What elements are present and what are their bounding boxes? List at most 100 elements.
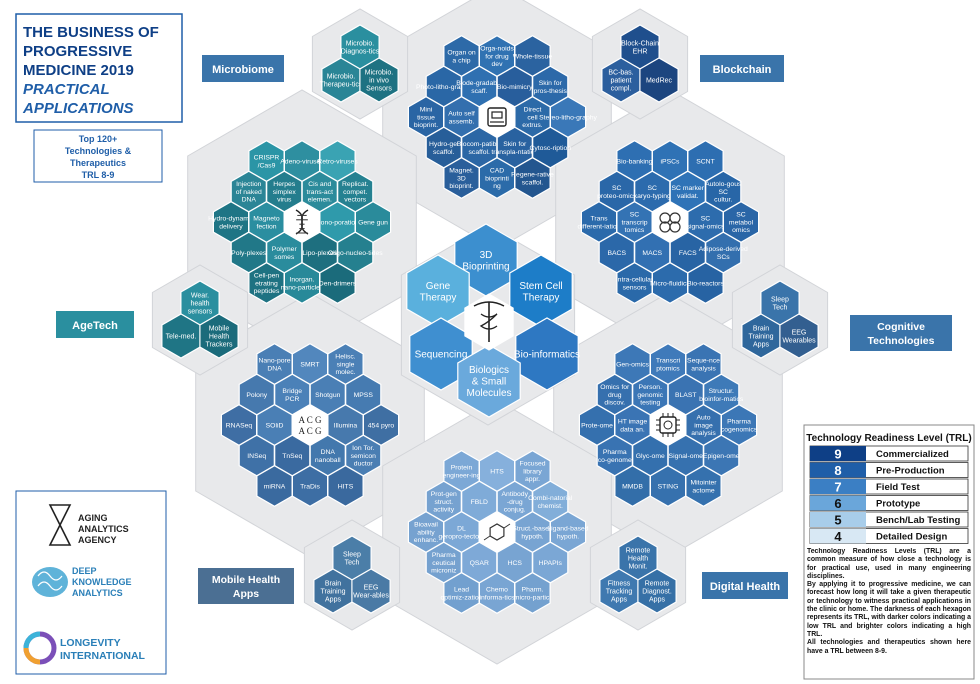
caduceus-icon — [473, 301, 505, 342]
trl-level-number: 5 — [834, 513, 841, 528]
agetech-hex-3-shape — [199, 313, 239, 359]
biologics-hex-14-label: HCS — [508, 560, 523, 567]
logos-block: AGING ANALYTICS AGENCY DEEP KNOWLEDGE AN… — [15, 490, 167, 675]
subtitle-line-2: APPLICATIONS — [22, 100, 134, 117]
sequencing-hex-18-label: HITS — [338, 483, 354, 490]
stemcell-hex-18: Bio-reactors — [687, 262, 724, 304]
svg-text:Blockchain: Blockchain — [713, 64, 772, 76]
letters-icon: A C GA C G — [298, 415, 322, 436]
title-line-3: MEDICINE 2019 — [23, 62, 134, 79]
cognitive-hex-3-shape — [779, 313, 819, 359]
sequencing-hex-4-label: Polony — [246, 392, 267, 399]
sequencing-icon-hex-shape — [291, 404, 329, 446]
sequencing-hex-2-label: SMRT — [300, 361, 319, 368]
bioinformatics-hex-6-label: BLAST — [675, 392, 697, 399]
stemcell-hex-18-shape — [687, 262, 724, 304]
gene-hex-10-label: Sono-poration — [316, 219, 359, 226]
stemcell-hex-13-label: MACS — [642, 250, 662, 257]
gene-hex-17-label: Inorgan.nano-particles — [281, 277, 324, 292]
trl-level-label: Detailed Design — [876, 532, 947, 543]
sequencing-letters-bottom: A C G — [298, 426, 322, 436]
trl-level-label: Commercialized — [876, 449, 949, 460]
deep-knowledge-logo: DEEP KNOWLEDGE ANALYTICS — [32, 566, 132, 598]
gene-hex-7-label: Replicat.compet.vectors — [342, 181, 369, 204]
trl-description: Technology Readiness Levels (TRL) are a … — [807, 548, 971, 655]
trl-level-label: Pre-Production — [876, 466, 945, 477]
svg-text:KNOWLEDGE: KNOWLEDGE — [72, 577, 132, 587]
bioinformatics-hex-18-shape — [685, 465, 722, 507]
biologics-hex-18-label: Pharm.micro-partic. — [514, 587, 551, 602]
label-cognitive: Cognitive Technologies — [850, 315, 952, 351]
bioinformatics-hex-14-label: Signal-ome — [669, 453, 704, 460]
center-hex-bioinformatics-label: Bio-informatics — [514, 350, 580, 361]
gene-hex-15-label: Oligo-nucleo-tides — [328, 250, 383, 257]
sequencing-hex-17-label: TraDis — [300, 483, 320, 490]
cognitive-line-1: Cognitive — [877, 321, 925, 333]
trl-swatch-9 — [810, 446, 866, 461]
bioinformatics-hex-7-label: Structur.bioinfor-matics — [699, 388, 744, 403]
cognitive-line-2: Technologies — [868, 335, 935, 347]
title-line-1: THE BUSINESS OF — [23, 24, 159, 41]
stemcell-hex-2-label: iPSCs — [661, 158, 680, 165]
label-blockchain: Blockchain — [700, 55, 784, 82]
agetech-hex-2-label: Tele-med. — [166, 333, 197, 340]
biologics-hex-2-label: HTS — [490, 468, 504, 475]
digital-hex-3-shape — [637, 568, 677, 614]
gene-hex-1-label: CRISPR/Cas9 — [254, 155, 280, 170]
cells-icon — [659, 212, 681, 233]
sequencing-hex-11-label: 454 pyro — [368, 422, 395, 429]
top-box-line-3: Therapeutics — [70, 158, 126, 168]
trl-swatch-7 — [810, 479, 866, 494]
trl-row-4: 4 Detailed Design — [809, 528, 969, 544]
title-block: THE BUSINESS OF PROGRESSIVE MEDICINE 201… — [15, 13, 183, 123]
bioprinting-hex-18-shape — [514, 157, 551, 199]
trl-level-label: Bench/Lab Testing — [876, 515, 960, 526]
blockchain-hex-3-shape — [639, 57, 679, 103]
stemcell-hex-3-label: SCNT — [696, 158, 715, 165]
biologics-hex-13-label: QSAR — [470, 560, 489, 567]
sequencing-hex-7-label: MPSS — [354, 392, 374, 399]
top-technologies-box: Top 120+ Technologies & Therapeutics TRL… — [33, 129, 163, 183]
label-mobile-health: Mobile Health Apps — [198, 568, 294, 604]
biologics-icon-hex-shape — [478, 511, 516, 553]
trl-level-number: 4 — [834, 529, 842, 544]
sequencing-hex-6-label: Shotgun — [315, 392, 341, 399]
sequencing-hex-8-label: RNASeq — [226, 422, 253, 429]
stemcell-hex-14-label: FACS — [679, 250, 697, 257]
svg-text:AgeTech: AgeTech — [72, 320, 118, 332]
